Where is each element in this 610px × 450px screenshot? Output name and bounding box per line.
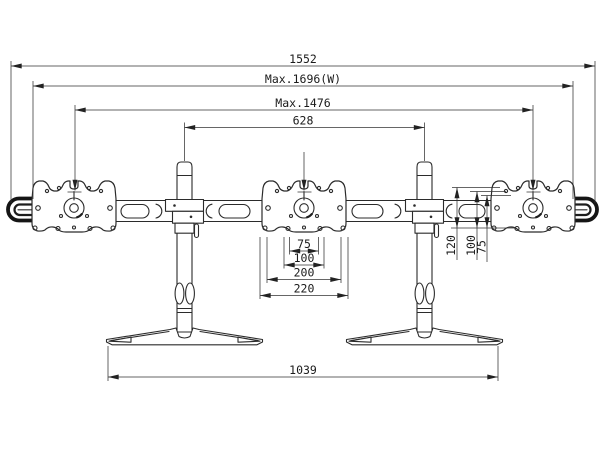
dimension-overall-1552: 1552 [10, 52, 596, 203]
dimension-rp-75: 75 [475, 195, 490, 262]
dim-label-cp-200: 200 [294, 266, 315, 280]
base-dimension-1039: 1039 [107, 346, 499, 381]
center-hub-leader [297, 152, 312, 193]
dimension-max-1696: Max.1696(W) [32, 72, 574, 199]
dim-label-cp-75: 75 [297, 237, 311, 251]
dim-label-628: 628 [293, 114, 314, 128]
top-dimensions: 1552 Max.1696(W) Max.1476 628 [10, 52, 596, 203]
dim-label-1552: 1552 [289, 52, 317, 66]
dimension-cp-200: 200 [266, 237, 342, 283]
dim-label-rp-75: 75 [475, 240, 489, 254]
dim-label-1039: 1039 [289, 363, 317, 377]
dim-label-rp-100: 100 [464, 235, 478, 256]
dimension-rp-100: 100 [464, 191, 480, 260]
vesa-plate-left [30, 179, 118, 234]
dim-label-max-1476: Max.1476 [275, 96, 330, 110]
dimension-cp-75: 75 [289, 237, 319, 255]
dimension-rp-120: 120 [444, 187, 460, 260]
dimension-pole-span-628: 628 [184, 114, 425, 161]
dim-label-cp-100: 100 [294, 251, 315, 265]
dim-label-cp-220: 220 [294, 282, 315, 296]
dim-label-max-1696: Max.1696(W) [265, 72, 341, 86]
right-plate-dimensions: 120 100 75 [444, 187, 515, 262]
dimension-max-1476: Max.1476 [67, 96, 541, 193]
dim-label-rp-120: 120 [444, 235, 458, 256]
dimension-cp-100: 100 [283, 237, 325, 269]
stand-left [105, 161, 264, 346]
dimension-cp-220: 220 [259, 237, 349, 299]
center-plate-dimensions: 75 100 200 220 [259, 237, 349, 299]
